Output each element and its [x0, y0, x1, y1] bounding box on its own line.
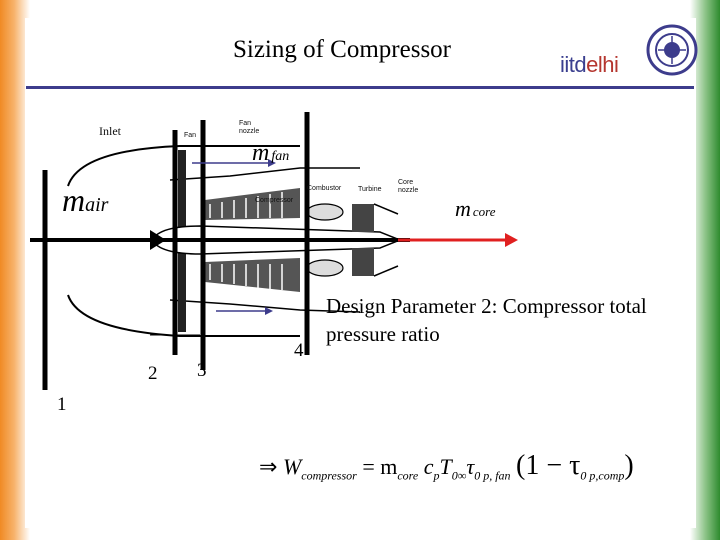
station-2-label: 2	[148, 363, 158, 384]
mdot-air-m: m	[62, 182, 86, 218]
design-parameter-text: Design Parameter 2: Compressor total pre…	[326, 294, 647, 346]
mdot-core-sub: core	[472, 204, 496, 219]
eq-tau1-sub: 0 p, fan	[474, 468, 511, 483]
flow-axis-arrowhead	[150, 230, 166, 250]
eq-w: W	[282, 454, 302, 479]
eq-t-sub: 0∞	[451, 468, 467, 483]
mdot-fan-m: m	[252, 140, 270, 166]
mdot-fan-sub: fan	[271, 149, 290, 164]
iit-seal-icon	[646, 24, 698, 76]
eq-bracket: (1 − τ	[516, 450, 581, 481]
mdot-air-symbol: mair	[62, 182, 108, 219]
mdot-core-m: m	[455, 196, 471, 221]
logo-prefix: iitd	[560, 52, 587, 77]
eq-w-sub: compressor	[301, 468, 357, 483]
label-compressor: Compressor	[255, 197, 294, 204]
core-flow-arrowhead	[505, 233, 518, 247]
turbine-bottom	[352, 248, 374, 276]
label-fan: Fan	[184, 132, 197, 139]
eq-equals: = m	[362, 454, 398, 479]
label-combustor: Combustor	[307, 185, 342, 192]
eq-cp-sub: p	[433, 468, 440, 483]
eq-tau1: τ	[466, 454, 475, 479]
label-fan-nozzle: Fan nozzle	[239, 120, 260, 135]
eq-cp: c	[423, 454, 434, 479]
label-core-nozzle: Core nozzle	[398, 179, 419, 194]
station-3-label: 3	[197, 360, 207, 381]
core-nozzle	[373, 203, 399, 277]
combustor-top	[306, 203, 344, 221]
fan-flow-arrowhead-bottom	[265, 307, 273, 315]
eq-close: )	[624, 450, 634, 481]
station-4-label: 4	[294, 340, 304, 361]
eq-tau2-sub: 0 p,comp	[580, 468, 625, 483]
eq-implies: ⇒	[259, 454, 278, 479]
compressor-stages-top	[205, 188, 300, 220]
station-1-label: 1	[57, 394, 67, 415]
label-inlet: Inlet	[99, 124, 121, 138]
mdot-air-sub: air	[85, 194, 109, 216]
nacelle-top	[67, 145, 300, 187]
compressor-work-equation: ⇒ Wcompressor = mcore cpT0∞τ0 p, fan (1 …	[259, 450, 634, 483]
iitd-logo: iitdelhi	[560, 52, 619, 78]
label-turbine: Turbine	[358, 186, 382, 193]
eq-m-sub: core	[397, 468, 419, 483]
fan-flow-arrowhead-top	[268, 159, 276, 167]
inner-duct-top	[169, 167, 360, 181]
eq-t: T	[439, 454, 452, 479]
combustor-bottom	[306, 259, 344, 277]
compressor-stages-bottom	[205, 258, 300, 292]
logo-suffix: elhi	[586, 52, 619, 77]
slide-title: Sizing of Compressor	[232, 36, 452, 63]
title-rule	[26, 86, 694, 89]
turbine-top	[352, 204, 374, 232]
